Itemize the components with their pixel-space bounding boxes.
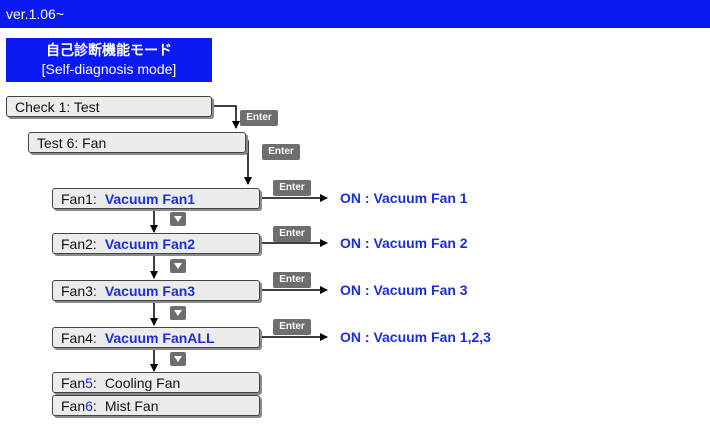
fan-result-1: ON : Vacuum Fan 1 [340,190,468,206]
down-arrow-button-4[interactable] [170,352,186,366]
version-bar: ver.1.06~ [0,0,710,28]
fan-key-prefix: Fan [61,375,86,391]
enter-label: Enter [279,228,305,239]
fan-result-2: ON : Vacuum Fan 2 [340,235,468,251]
fan-value: Vacuum Fan3 [104,283,196,299]
test-label: Test 6: Fan [37,135,107,151]
mode-title-japanese: 自己診断機能モード [46,42,172,58]
enter-label: Enter [279,274,305,285]
down-arrow-button-2[interactable] [170,259,186,273]
check-label: Check 1: Test [15,99,100,115]
fan-result-4: ON : Vacuum Fan 1,2,3 [340,329,491,345]
fan-value: Vacuum FanALL [104,330,215,346]
fan-value: Mist Fan [104,398,159,414]
enter-label: Enter [279,321,305,332]
fan-value: Vacuum Fan2 [104,236,196,252]
fan-box-2: Fan2: Vacuum Fan2 [52,233,260,254]
fan-box-5: Fan5: Cooling Fan [52,372,260,393]
connector-test-to-fan1 [244,140,252,185]
fan-result-3: ON : Vacuum Fan 3 [340,282,468,298]
connector-check-to-test [212,105,240,129]
enter-label: Enter [279,182,305,193]
down-arrow-button-3[interactable] [170,306,186,320]
fan-value: Cooling Fan [104,375,181,391]
down-arrow-button-1[interactable] [170,212,186,226]
fan-key: Fan2: [61,236,97,252]
fan-key-number: 5 [85,375,93,391]
fan-key-prefix: Fan [61,398,86,414]
enter-label: Enter [268,146,294,157]
fan-key-number: 6 [85,398,93,414]
enter-button-fan2[interactable]: Enter [273,226,311,242]
mode-title-english: [Self-diagnosis mode] [41,61,177,77]
fan-box-3: Fan3: Vacuum Fan3 [52,280,260,301]
enter-button-fan4[interactable]: Enter [273,319,311,335]
fan-box-4: Fan4: Vacuum FanALL [52,327,260,348]
enter-label: Enter [246,112,272,123]
fan-box-6: Fan6: Mist Fan [52,395,260,416]
enter-button-fan1[interactable]: Enter [273,180,311,196]
test-box: Test 6: Fan [28,132,246,153]
enter-button-test[interactable]: Enter [262,144,300,160]
fan-key-suffix: : [92,375,97,391]
enter-button-check[interactable]: Enter [240,110,278,126]
fan-key: Fan4: [61,330,97,346]
fan-value: Vacuum Fan1 [104,191,196,207]
version-label: ver.1.06~ [6,6,64,22]
fan-box-1: Fan1: Vacuum Fan1 [52,188,260,209]
fan-key: Fan3: [61,283,97,299]
fan-key-suffix: : [92,398,97,414]
mode-title: 自己診断機能モード [Self-diagnosis mode] [6,38,212,82]
check-box: Check 1: Test [6,96,212,117]
enter-button-fan3[interactable]: Enter [273,272,311,288]
fan-key: Fan1: [61,191,97,207]
